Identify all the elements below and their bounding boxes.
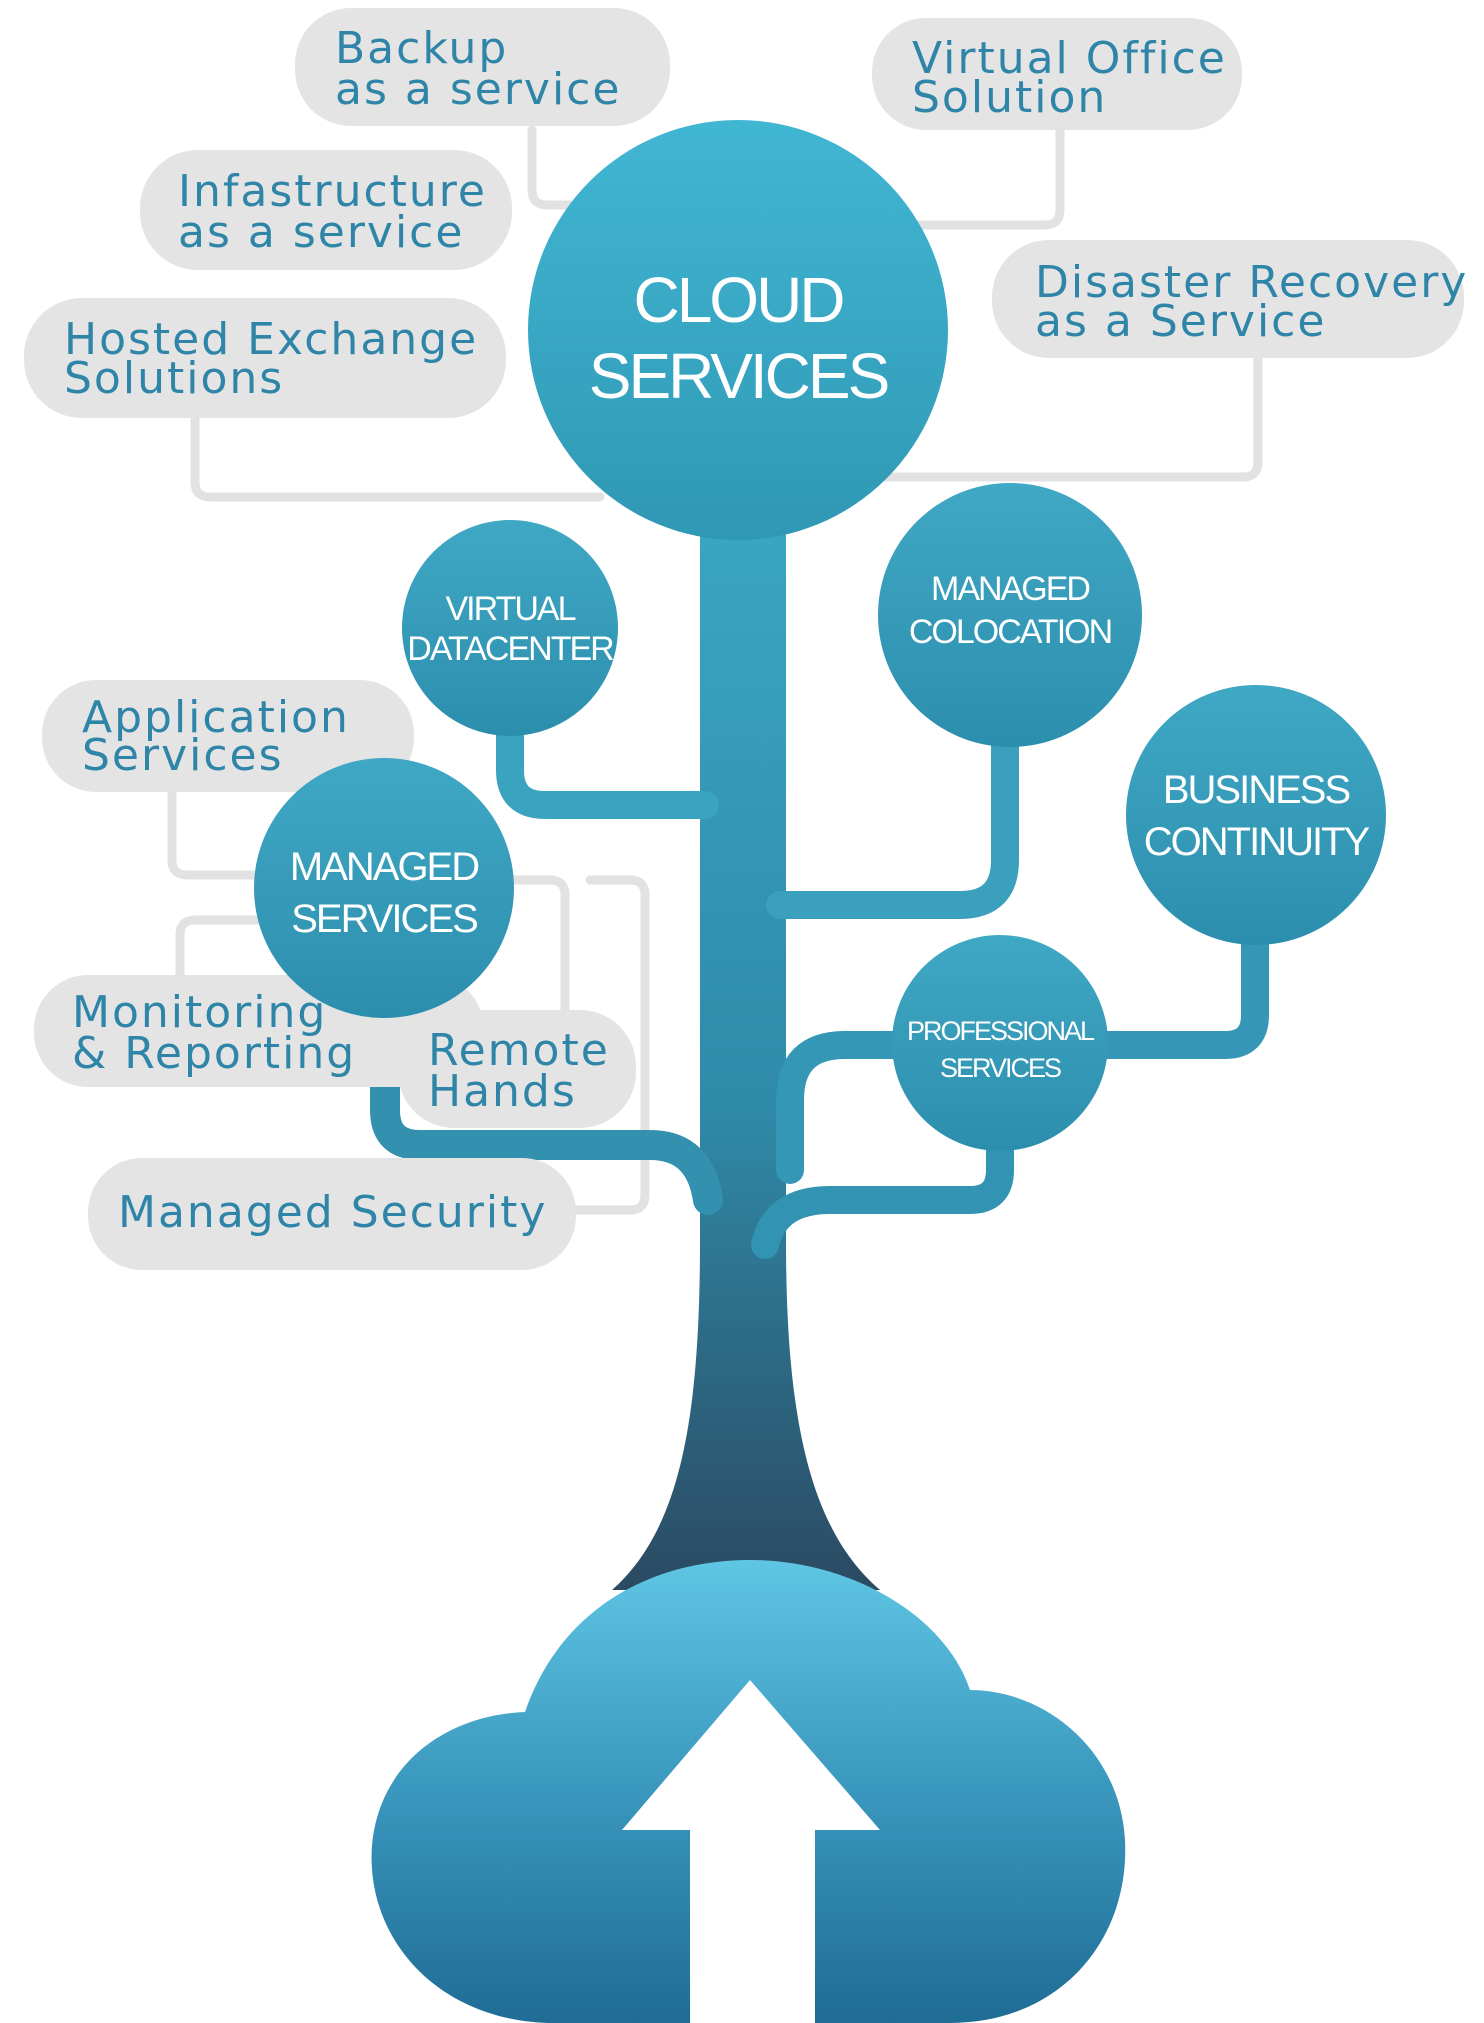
offering-managed-security: Managed Security: [88, 1158, 576, 1270]
offering-infrastructure-line1: Infastructure: [178, 166, 487, 217]
offering-backup: Backup as a service: [295, 8, 670, 126]
offering-infrastructure: Infastructure as a service: [140, 150, 512, 270]
offering-hosted-exchange-line2: Solutions: [64, 353, 284, 404]
offering-application-services-line2: Services: [82, 730, 284, 781]
offering-hosted-exchange-line1: Hosted Exchange: [64, 314, 478, 365]
offering-disaster-recovery-line2: as a Service: [1035, 296, 1326, 347]
node-business-continuity-line1: BUSINESS: [1163, 768, 1350, 812]
offering-infrastructure-line2: as a service: [178, 207, 464, 258]
node-managed-colocation: MANAGED COLOCATION: [878, 483, 1142, 747]
node-managed-services: MANAGED SERVICES: [254, 758, 514, 1018]
node-managed-colocation-line1: MANAGED: [931, 570, 1089, 608]
upload-arrow-icon: [622, 1680, 880, 2023]
offering-remote-hands: Remote Hands: [398, 1010, 636, 1128]
offering-virtual-office-line2: Solution: [912, 72, 1107, 123]
offering-managed-security-line1: Managed Security: [118, 1187, 547, 1238]
offering-remote-hands-line1: Remote: [428, 1025, 610, 1076]
offering-monitoring-line1: Monitoring: [72, 987, 327, 1038]
offering-backup-line2: as a service: [335, 64, 621, 115]
tree-trunk: [370, 520, 1269, 1590]
node-managed-services-line2: SERVICES: [291, 897, 477, 941]
offering-remote-hands-line2: Hands: [428, 1066, 577, 1117]
node-cloud-services-line1: CLOUD: [633, 264, 843, 336]
offering-backup-line1: Backup: [335, 23, 508, 74]
node-professional-services: PROFESSIONAL SERVICES: [892, 935, 1108, 1151]
node-virtual-datacenter: VIRTUAL DATACENTER: [402, 520, 618, 736]
node-virtual-datacenter-line1: VIRTUAL: [446, 590, 576, 628]
offering-application-services: Application Services: [42, 680, 414, 792]
node-professional-services-line1: PROFESSIONAL: [907, 1016, 1095, 1046]
offering-virtual-office-line1: Virtual Office: [912, 33, 1227, 84]
node-cloud-services-line2: SERVICES: [589, 340, 888, 412]
connector-lines: [167, 115, 1263, 1215]
node-virtual-datacenter-line2: DATACENTER: [407, 630, 613, 668]
offering-hosted-exchange: Hosted Exchange Solutions: [24, 298, 506, 418]
node-business-continuity: BUSINESS CONTINUITY: [1126, 685, 1386, 945]
offering-application-services-line1: Application: [82, 692, 350, 743]
node-managed-services-line1: MANAGED: [290, 845, 478, 889]
offering-monitoring-line2: & Reporting: [72, 1028, 356, 1079]
offering-virtual-office: Virtual Office Solution: [872, 18, 1242, 130]
node-business-continuity-line2: CONTINUITY: [1144, 820, 1370, 864]
offering-disaster-recovery: Disaster Recovery as a Service: [992, 240, 1468, 358]
offering-disaster-recovery-line1: Disaster Recovery: [1035, 257, 1468, 308]
cloud-upload-icon: [371, 1560, 1126, 2023]
node-professional-services-line2: SERVICES: [940, 1053, 1061, 1083]
node-cloud-services: CLOUD SERVICES: [528, 120, 948, 540]
node-managed-colocation-line2: COLOCATION: [909, 613, 1111, 651]
